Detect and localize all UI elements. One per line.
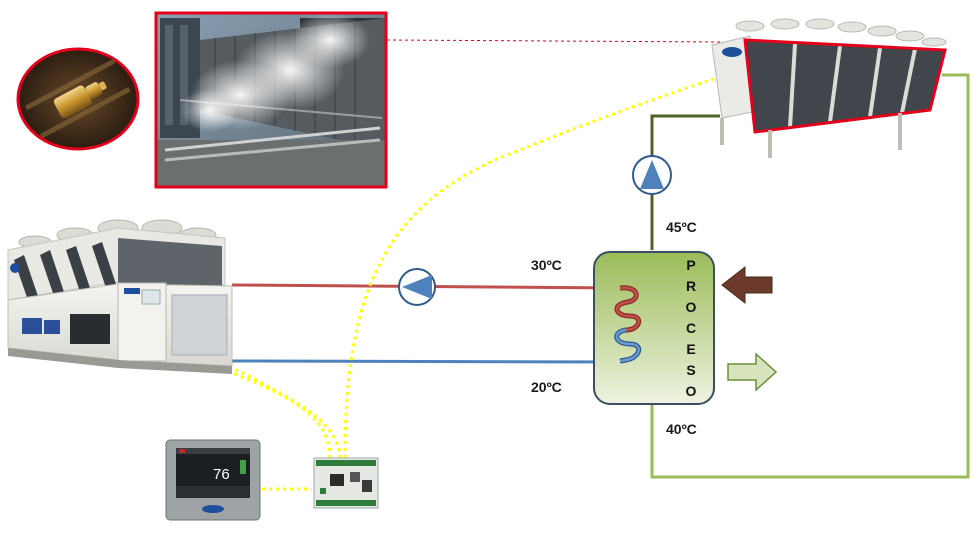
touch-display-panel xyxy=(165,439,261,521)
process-letter: P xyxy=(686,257,695,273)
controller-board xyxy=(313,457,379,509)
cold-return-pipe xyxy=(231,359,623,364)
mist-link-line xyxy=(386,39,721,43)
process-letter: R xyxy=(686,278,696,294)
left-arrow-icon xyxy=(721,265,773,305)
drycooler-supply-pipe xyxy=(650,114,720,250)
spray-nozzle-icon xyxy=(16,47,140,151)
temp-supply-chiller-label: 30ºC xyxy=(531,257,562,273)
process-letter: O xyxy=(686,383,697,399)
dry-cooler-unit xyxy=(711,18,947,158)
heat-exchanger-coil xyxy=(614,285,642,364)
process-letter: O xyxy=(686,299,697,315)
temp-return-chiller-label: 20ºC xyxy=(531,379,562,395)
display-value: 76 xyxy=(213,466,230,483)
chiller-pump-icon xyxy=(398,268,436,306)
process-letter: C xyxy=(686,320,696,336)
process-label: P R O C E S O xyxy=(686,257,697,399)
drycooler-return-pipe xyxy=(650,73,970,479)
drycooler-pump-icon xyxy=(632,155,672,195)
process-letter: S xyxy=(686,362,695,378)
temp-return-drycooler-label: 40ºC xyxy=(666,421,697,437)
temp-supply-drycooler-label: 45ºC xyxy=(666,219,697,235)
right-arrow-icon xyxy=(727,352,778,392)
process-letter: E xyxy=(686,341,695,357)
adiabatic-mist-photo xyxy=(154,11,388,189)
air-cooled-chiller xyxy=(7,219,233,374)
